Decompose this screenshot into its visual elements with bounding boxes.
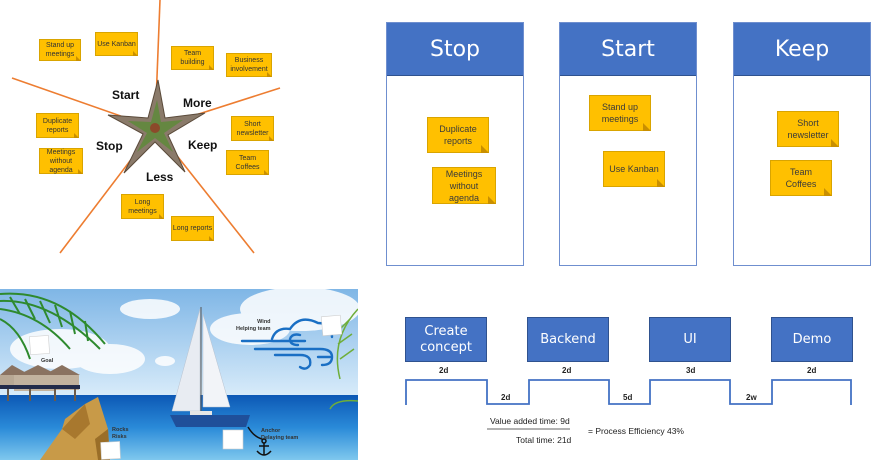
section-label-stop: Stop xyxy=(96,139,123,153)
rocks-label: Rocks Risks xyxy=(112,427,129,440)
column-start: Start Stand up meetings Use Kanban xyxy=(559,22,697,266)
starfish-retro: Start More Keep Less Stop Stand up meeti… xyxy=(0,0,290,260)
wind-label: Wind Helping team xyxy=(236,319,271,332)
section-label-keep: Keep xyxy=(188,138,218,152)
starfish-divider-lines xyxy=(11,0,281,254)
column-stop: Stop Duplicate reports Meetings without … xyxy=(386,22,524,266)
process-step: Backend xyxy=(527,317,609,362)
sticky-note[interactable]: Team Coffees xyxy=(770,160,832,196)
section-label-less: Less xyxy=(146,170,174,184)
step-duration: 2d xyxy=(439,366,449,375)
column-header: Start xyxy=(560,23,696,76)
sticky-note[interactable]: Long meetings xyxy=(121,194,164,219)
sticky-note[interactable]: Stand up meetings xyxy=(589,95,651,131)
value-added-time: Value added time: 9d xyxy=(490,416,570,426)
sticky-note[interactable]: Short newsletter xyxy=(777,111,839,147)
wait-duration: 5d xyxy=(623,393,633,402)
sticky-note[interactable]: Duplicate reports xyxy=(427,117,489,153)
sticky-note[interactable]: Short newsletter xyxy=(231,116,274,141)
anchor-icon xyxy=(247,426,272,456)
sailboat-illustration xyxy=(0,289,358,460)
sticky-note[interactable]: Meetings without agenda xyxy=(39,148,83,174)
sticky-note[interactable]: Meetings without agenda xyxy=(432,167,496,204)
palm-leaf-icon xyxy=(0,292,106,360)
stop-start-keep-board: Stop Duplicate reports Meetings without … xyxy=(380,0,873,280)
sailboat-retro-scene: Goal Wind Helping team Rocks Risks Ancho… xyxy=(0,289,358,460)
starfish-icon xyxy=(107,79,206,174)
column-header: Stop xyxy=(387,23,523,76)
column-header: Keep xyxy=(734,23,870,76)
sticky-note[interactable]: Use Kanban xyxy=(95,32,138,56)
sailboat-icon xyxy=(170,307,250,427)
sticky-note[interactable]: Long reports xyxy=(171,216,214,241)
anchor-label: Anchor Delaying team xyxy=(261,428,299,441)
process-step: Demo xyxy=(771,317,853,362)
sticky-note[interactable]: Team building xyxy=(171,46,214,70)
wait-duration: 2d xyxy=(501,393,511,402)
section-label-more: More xyxy=(183,96,212,110)
total-time: Total time: 21d xyxy=(516,435,572,445)
sticky-note[interactable]: Use Kanban xyxy=(603,151,665,187)
sticky-note[interactable]: Business involvement xyxy=(226,53,272,77)
overwater-huts-icon xyxy=(0,365,80,401)
blank-note-icon xyxy=(29,314,343,460)
step-duration: 3d xyxy=(686,366,696,375)
sticky-note[interactable]: Duplicate reports xyxy=(36,113,79,138)
sticky-note[interactable]: Stand up meetings xyxy=(39,39,81,61)
section-label-start: Start xyxy=(112,88,140,102)
goal-label: Goal xyxy=(41,358,54,364)
process-step: Create concept xyxy=(405,317,487,362)
column-keep: Keep Short newsletter Team Coffees xyxy=(733,22,871,266)
step-duration: 2d xyxy=(807,366,817,375)
palm-leaf-icon xyxy=(329,308,358,410)
sticky-note[interactable]: Team Coffees xyxy=(226,150,269,175)
step-duration: 2d xyxy=(562,366,572,375)
wait-duration: 2w xyxy=(746,393,757,402)
process-efficiency: = Process Efficiency 43% xyxy=(588,426,684,436)
process-step: UI xyxy=(649,317,731,362)
